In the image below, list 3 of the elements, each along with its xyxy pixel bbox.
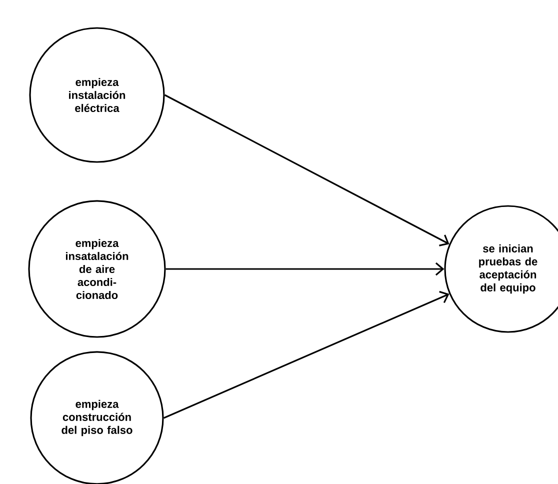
- arrow: [163, 290, 450, 419]
- arrow: [164, 94, 450, 246]
- arrow: [166, 262, 444, 276]
